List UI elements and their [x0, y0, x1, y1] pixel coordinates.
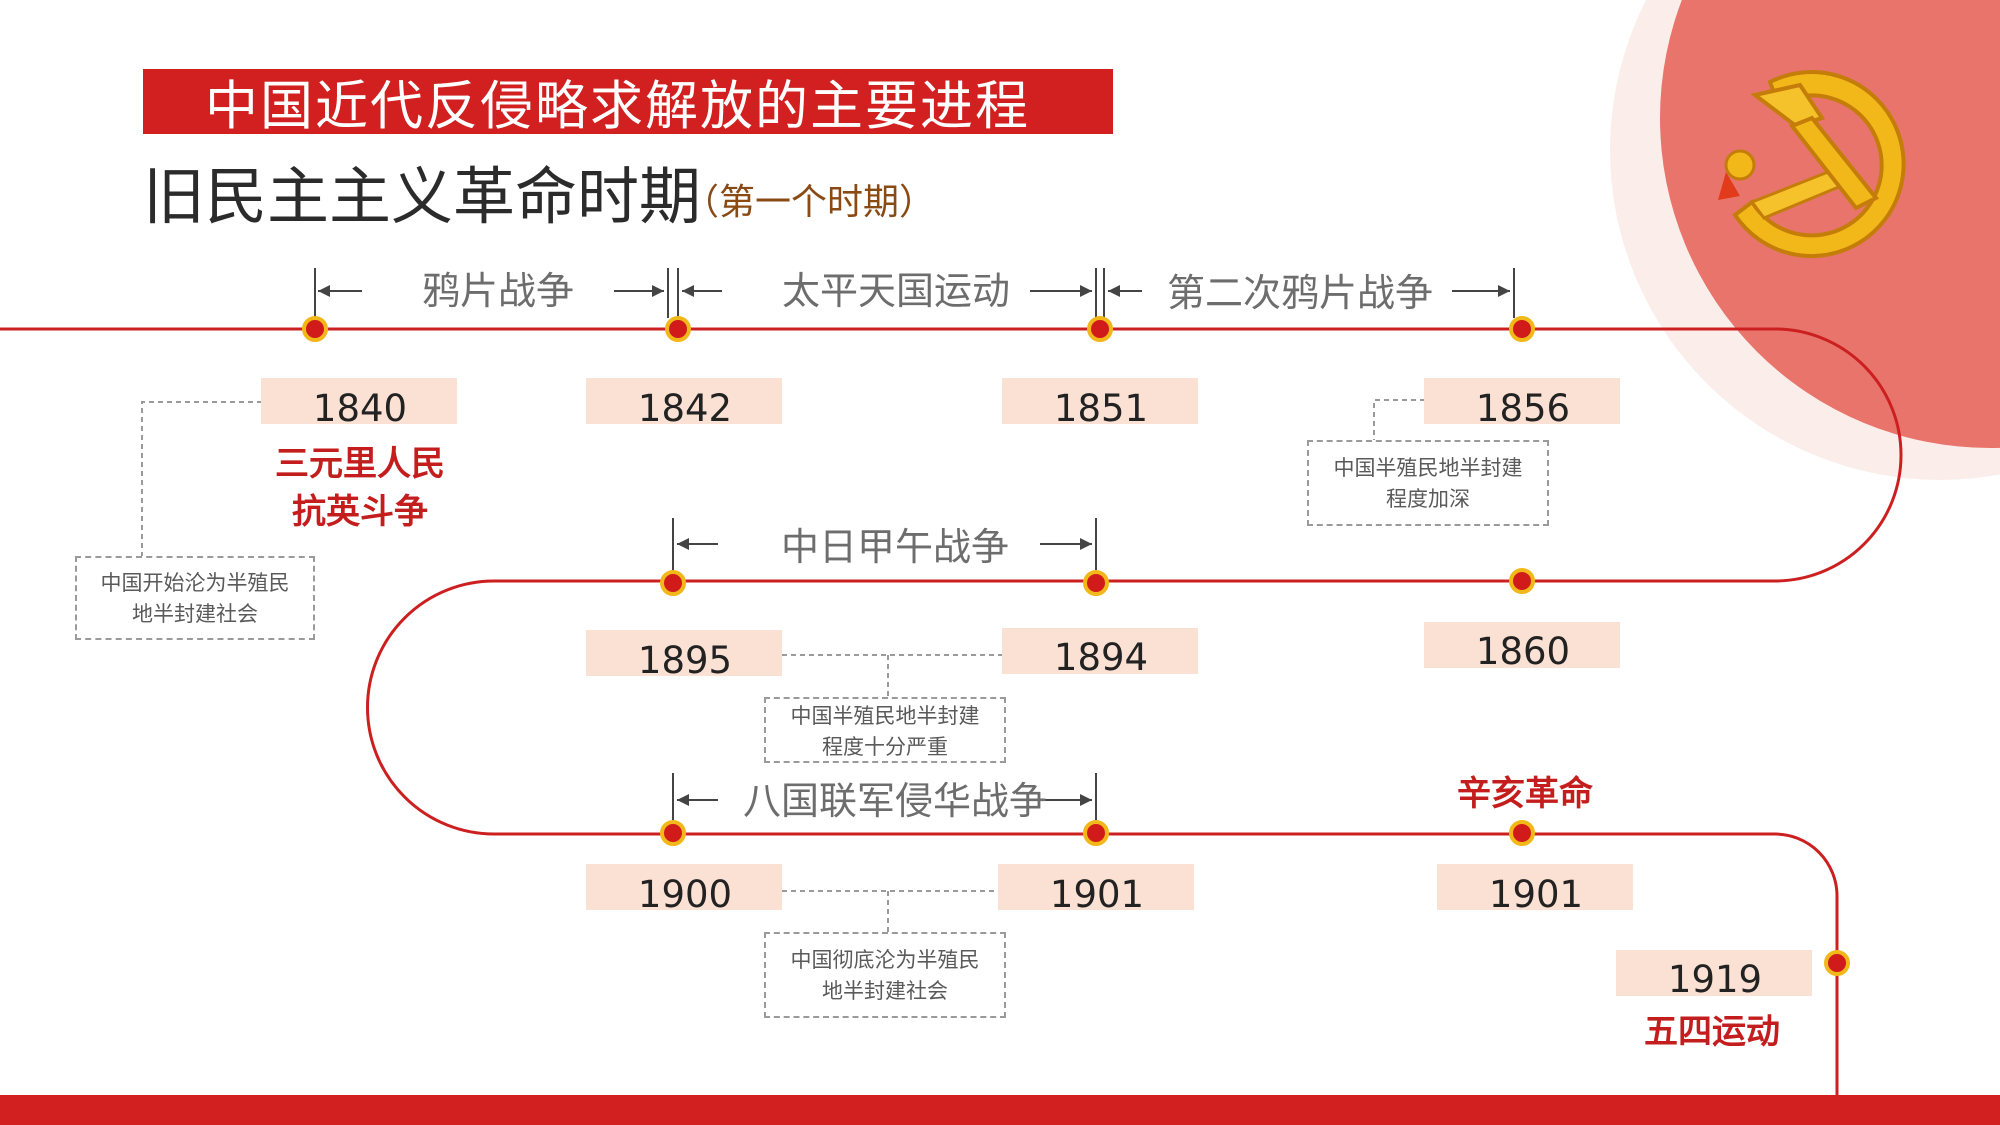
note-text: 中国半殖民地半封建	[1333, 456, 1523, 480]
note-connectors	[141, 399, 1425, 932]
period-markers	[314, 268, 1515, 824]
year-label: 1856	[1475, 387, 1571, 430]
arrow-heads	[318, 285, 1510, 806]
note-text: 地半封建社会	[822, 979, 948, 1003]
year-box	[1437, 864, 1633, 910]
year-label: 1860	[1475, 630, 1571, 673]
page-subtitle: （第一个时期）	[683, 182, 936, 223]
year-label: 1919	[1667, 958, 1763, 1001]
year-label: 1895	[637, 639, 733, 682]
page-title: 旧民主主义革命时期	[143, 160, 702, 233]
year-box	[1616, 950, 1812, 996]
year-box	[1424, 378, 1620, 424]
year-box	[1424, 622, 1620, 668]
note-text: 程度加深	[1386, 487, 1470, 511]
event-sanyuanli-line1: 三元里人民	[275, 444, 445, 484]
year-box	[261, 378, 457, 424]
year-label: 1901	[1488, 873, 1584, 916]
year-label: 1851	[1053, 387, 1149, 430]
note-box: 中国半殖民地半封建 程度加深	[1307, 440, 1549, 526]
note-text: 中国彻底沦为半殖民	[790, 948, 980, 972]
timeline-path	[0, 327, 1903, 1095]
event-may-fourth: 五四运动	[1644, 1012, 1780, 1052]
note-text: 中国半殖民地半封建	[790, 704, 980, 728]
period-opium-war: 鸦片战争	[421, 269, 574, 313]
banner-title: 中国近代反侵略求解放的主要进程	[205, 76, 1030, 137]
year-box	[586, 630, 782, 676]
event-sanyuanli: 三元里人民 抗英斗争	[250, 440, 470, 536]
year-box	[998, 864, 1194, 910]
year-box	[1002, 378, 1198, 424]
note-box: 中国半殖民地半封建 程度十分严重	[764, 697, 1006, 763]
year-label: 1894	[1053, 636, 1149, 679]
note-text: 中国开始沦为半殖民	[100, 571, 290, 595]
timeline-dots	[302, 316, 1850, 976]
year-box	[586, 864, 782, 910]
event-xinhai-revolution: 辛亥革命	[1457, 774, 1593, 814]
period-second-opium-war: 第二次鸦片战争	[1166, 271, 1433, 315]
note-box: 中国开始沦为半殖民 地半封建社会	[75, 556, 315, 640]
event-sanyuanli-line2: 抗英斗争	[292, 492, 428, 532]
year-label: 1900	[637, 873, 733, 916]
footer-bar	[0, 1095, 2000, 1125]
year-label: 1840	[312, 387, 408, 430]
note-text: 程度十分严重	[822, 735, 948, 759]
period-taiping: 太平天国运动	[781, 269, 1010, 313]
title-banner	[143, 69, 1113, 134]
year-box	[586, 378, 782, 424]
period-eight-nation-alliance: 八国联军侵华战争	[742, 779, 1047, 823]
year-label: 1842	[637, 387, 733, 430]
note-text: 地半封建社会	[132, 602, 258, 626]
note-box: 中国彻底沦为半殖民 地半封建社会	[764, 932, 1006, 1018]
year-box	[1002, 628, 1198, 674]
period-sino-japanese-war: 中日甲午战争	[780, 525, 1009, 569]
year-label: 1901	[1049, 873, 1145, 916]
